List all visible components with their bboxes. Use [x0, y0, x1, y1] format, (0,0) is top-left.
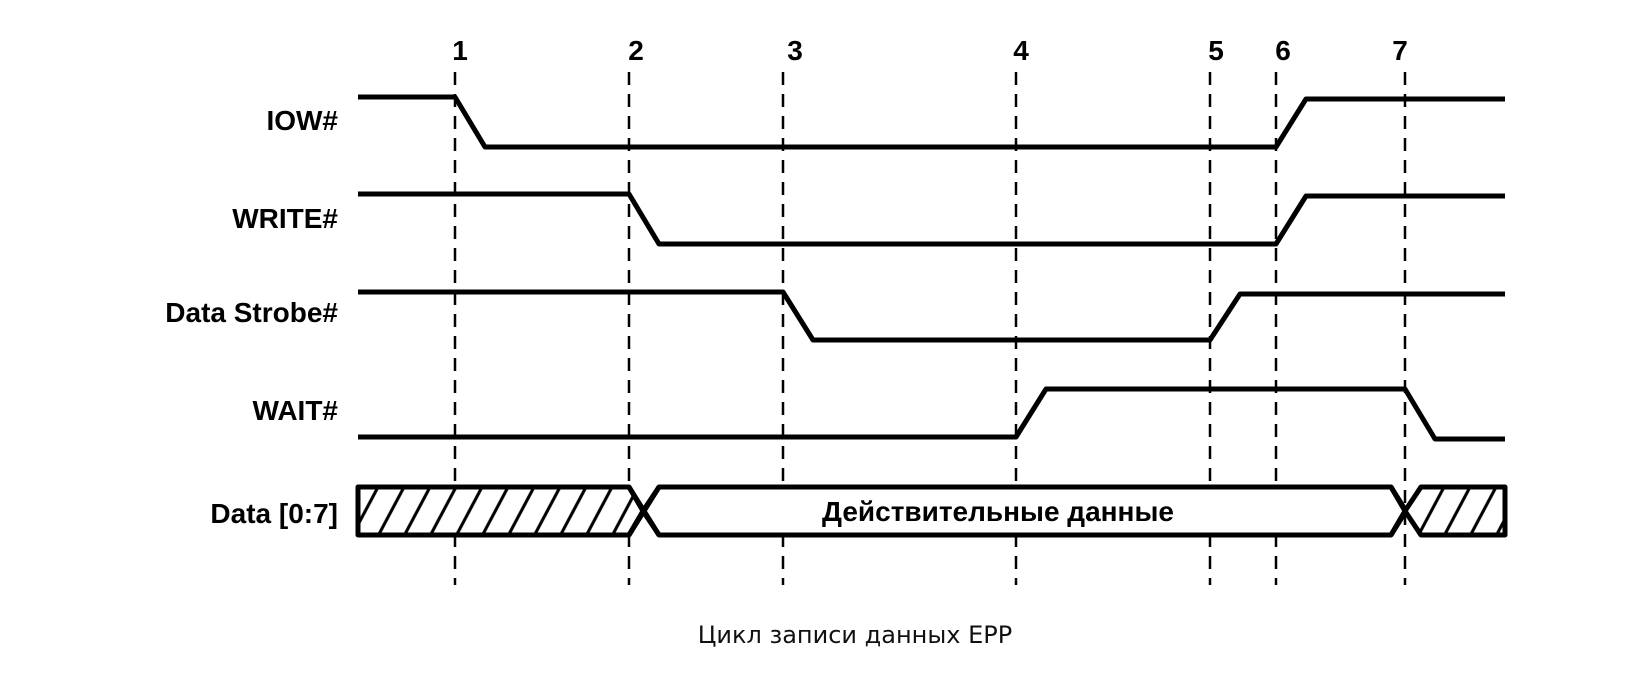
signal-label-iow: IOW#	[266, 105, 338, 136]
data-bus-cross-2	[626, 485, 662, 537]
data-bus-invalid-before	[355, 484, 646, 538]
marker-label-4: 4	[1013, 35, 1029, 66]
waveform-data-strobe	[358, 289, 1505, 343]
data-bus-valid-label: Действительные данные	[822, 496, 1174, 527]
marker-label-1: 1	[452, 35, 468, 66]
marker-label-7: 7	[1392, 35, 1408, 66]
waveform-wait	[358, 386, 1505, 442]
waveform-iow	[358, 94, 1505, 150]
waveform-write	[358, 191, 1505, 247]
data-bus-invalid-after	[1402, 484, 1508, 538]
marker-label-5: 5	[1208, 35, 1224, 66]
marker-label-6: 6	[1275, 35, 1291, 66]
marker-label-2: 2	[628, 35, 644, 66]
signal-label-data-bus: Data [0:7]	[210, 498, 338, 529]
signal-label-data-strobe: Data Strobe#	[165, 297, 338, 328]
signal-label-wait: WAIT#	[252, 395, 338, 426]
signal-label-write: WRITE#	[232, 203, 338, 234]
figure-caption: Цикл записи данных EPP	[698, 621, 1012, 649]
marker-label-3: 3	[787, 35, 803, 66]
